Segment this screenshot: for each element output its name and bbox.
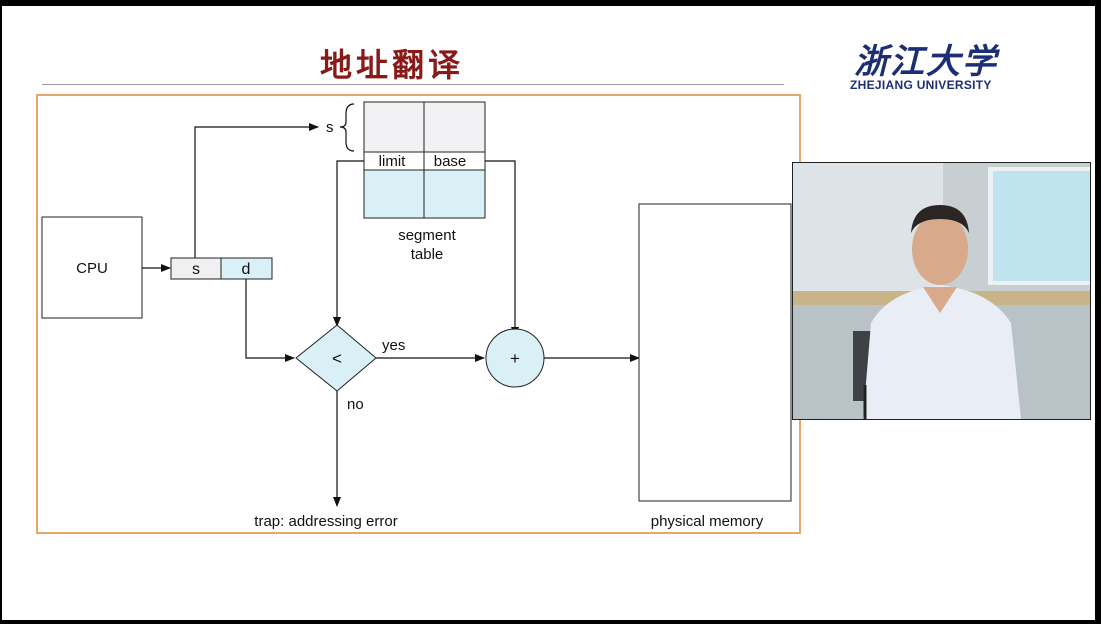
no-label: no [347, 396, 364, 413]
address-s-label: s [192, 261, 200, 278]
segment-table-caption-line1: segment [398, 227, 456, 244]
lecturer-video [792, 162, 1091, 420]
offset-to-comparator-arrow [245, 279, 295, 362]
logo-calligraphy: 浙江大学 [854, 42, 998, 82]
segment-table-limit-label: limit [379, 153, 406, 170]
university-logo: 浙江大学 ZHEJIANG UNIVERSITY [848, 34, 1038, 96]
slide: 地址翻译 浙江大学 ZHEJIANG UNIVERSITY CPU s d s [2, 6, 1095, 620]
segment-table-caption-line2: table [411, 246, 444, 263]
cpu-box [41, 216, 143, 319]
physical-memory-label: physical memory [651, 513, 764, 530]
physical-memory-box [638, 203, 792, 502]
logo-english-name: ZHEJIANG UNIVERSITY [850, 78, 992, 92]
segment-index-brace [339, 103, 355, 152]
slide-title: 地址翻译 [320, 46, 465, 84]
lecturer-video-image [793, 163, 1090, 419]
trap-label: trap: addressing error [254, 513, 397, 530]
cpu-label: CPU [76, 260, 108, 277]
diagram-frame: CPU s d s limit base segment table [36, 94, 801, 534]
adder-symbol: + [510, 349, 520, 368]
base-to-adder-arrow [485, 160, 519, 337]
segment-index-label: s [326, 119, 334, 136]
limit-to-comparator-arrow [333, 160, 364, 327]
segment-table-base-label: base [434, 153, 467, 170]
segmentation-diagram: CPU s d s limit base segment table [41, 101, 792, 530]
segment-index-arrow [194, 123, 319, 258]
comparator-symbol: < [332, 349, 342, 368]
address-d-label: d [242, 261, 251, 278]
yes-label: yes [382, 337, 405, 354]
title-divider [42, 84, 784, 85]
